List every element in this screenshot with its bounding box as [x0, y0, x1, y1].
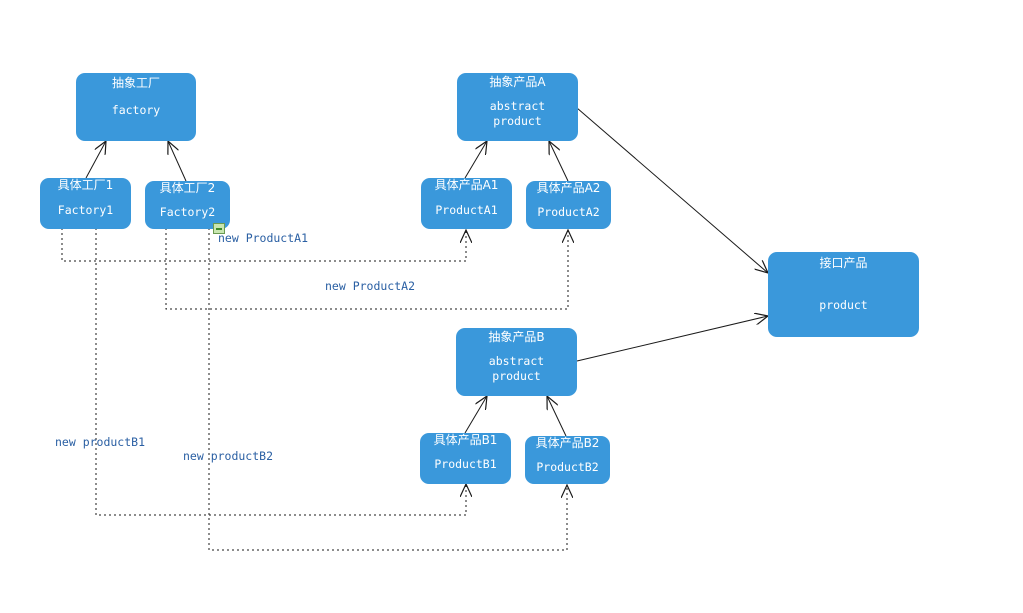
product-a1-sub: ProductA1: [435, 203, 498, 217]
product-b1-node[interactable]: 具体产品B1 ProductB1: [420, 433, 511, 484]
factory2-title: 具体工厂2: [159, 181, 216, 195]
abstract-product-a-title: 抽象产品A: [489, 75, 546, 89]
product-a2-title: 具体产品A2: [536, 181, 601, 195]
factory1-sub: Factory1: [57, 203, 114, 217]
edge-new-product-b1: [95, 228, 466, 516]
edge-new-product-a1: [61, 228, 466, 262]
edge-factory2-to-abstract-factory: [168, 141, 187, 182]
label-new-product-a1: new ProductA1: [218, 231, 309, 245]
edge-abstract-b-to-interface: [576, 316, 768, 362]
product-a1-node[interactable]: 具体产品A1 ProductA1: [421, 178, 512, 229]
product-a2-sub: ProductA2: [537, 205, 600, 219]
label-new-product-b1: new productB1: [55, 435, 146, 449]
product-b1-sub: ProductB1: [434, 457, 497, 471]
product-b2-node[interactable]: 具体产品B2 ProductB2: [525, 436, 610, 484]
product-b2-sub: ProductB2: [536, 460, 599, 474]
connection-handle[interactable]: [213, 223, 225, 234]
interface-product-node[interactable]: 接口产品 product: [768, 252, 919, 337]
product-a2-node[interactable]: 具体产品A2 ProductA2: [526, 181, 611, 229]
abstract-product-b-sub: abstract product: [488, 354, 545, 383]
factory1-node[interactable]: 具体工厂1 Factory1: [40, 178, 131, 229]
product-b1-title: 具体产品B1: [433, 433, 498, 447]
label-new-product-b2: new productB2: [183, 449, 274, 463]
abstract-product-b-node[interactable]: 抽象产品B abstract product: [456, 328, 577, 396]
product-a1-title: 具体产品A1: [434, 178, 499, 192]
edge-a1-to-abstract-a: [464, 141, 487, 179]
abstract-factory-node[interactable]: 抽象工厂 factory: [76, 73, 196, 141]
factory2-node[interactable]: 具体工厂2 Factory2: [145, 181, 230, 229]
product-b2-title: 具体产品B2: [535, 436, 600, 450]
edge-b2-to-abstract-b: [547, 396, 567, 437]
label-new-product-a2: new ProductA2: [325, 279, 416, 293]
edge-new-product-b2: [208, 228, 567, 551]
abstract-product-a-sub: abstract product: [489, 99, 546, 128]
abstract-factory-title: 抽象工厂: [111, 76, 160, 90]
abstract-product-b-title: 抽象产品B: [488, 330, 545, 344]
edge-factory1-to-abstract-factory: [85, 141, 106, 179]
interface-product-sub: product: [819, 298, 868, 312]
edge-abstract-a-to-interface: [576, 107, 768, 273]
edge-a2-to-abstract-a: [549, 141, 569, 182]
edge-new-product-a2: [165, 228, 568, 310]
abstract-factory-sub: factory: [111, 103, 161, 117]
interface-product-title: 接口产品: [819, 256, 868, 270]
factory2-sub: Factory2: [159, 205, 216, 219]
factory1-title: 具体工厂1: [57, 178, 114, 192]
edge-b1-to-abstract-b: [464, 396, 487, 434]
abstract-product-a-node[interactable]: 抽象产品A abstract product: [457, 73, 578, 141]
